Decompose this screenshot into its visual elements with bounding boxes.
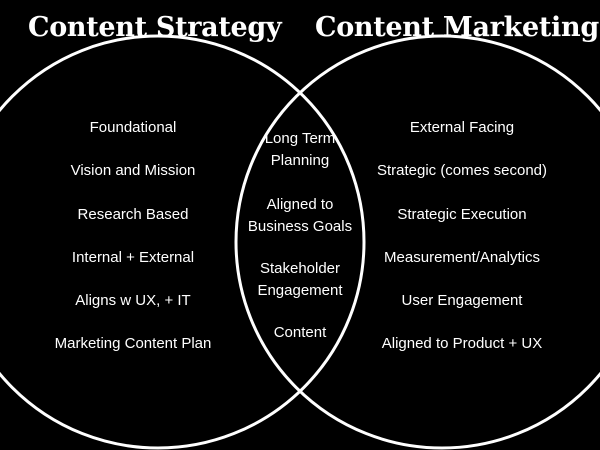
right-title: Content Marketing	[315, 12, 599, 43]
right-item: Strategic (comes second)	[376, 162, 548, 180]
right-item: External Facing	[409, 119, 515, 136]
left-title: Content Strategy	[28, 12, 282, 43]
right-circle	[234, 34, 600, 450]
middle-items: Long Term Planning Aligned to Business G…	[238, 128, 362, 344]
right-items: External Facing Strategic (comes second)…	[366, 117, 558, 377]
left-item: Marketing Content Plan	[54, 335, 212, 353]
middle-item: Content	[273, 324, 327, 341]
middle-item: Aligned to Business Goals	[247, 196, 353, 235]
right-item: Aligned to Product + UX	[381, 335, 543, 353]
left-items: Foundational Vision and Mission Research…	[40, 117, 226, 377]
left-item: Aligns w UX, + IT	[75, 292, 191, 310]
left-item: Foundational	[89, 119, 177, 136]
right-item: User Engagement	[401, 292, 523, 310]
left-item: Internal + External	[71, 248, 195, 266]
right-item: Strategic Execution	[397, 205, 527, 223]
left-item: Research Based	[77, 205, 189, 223]
middle-item: Stakeholder Engagement	[257, 260, 343, 299]
middle-item: Long Term Planning	[264, 130, 336, 169]
right-item: Measurement/Analytics	[384, 248, 540, 266]
left-circle	[0, 34, 366, 450]
left-item: Vision and Mission	[70, 162, 196, 180]
